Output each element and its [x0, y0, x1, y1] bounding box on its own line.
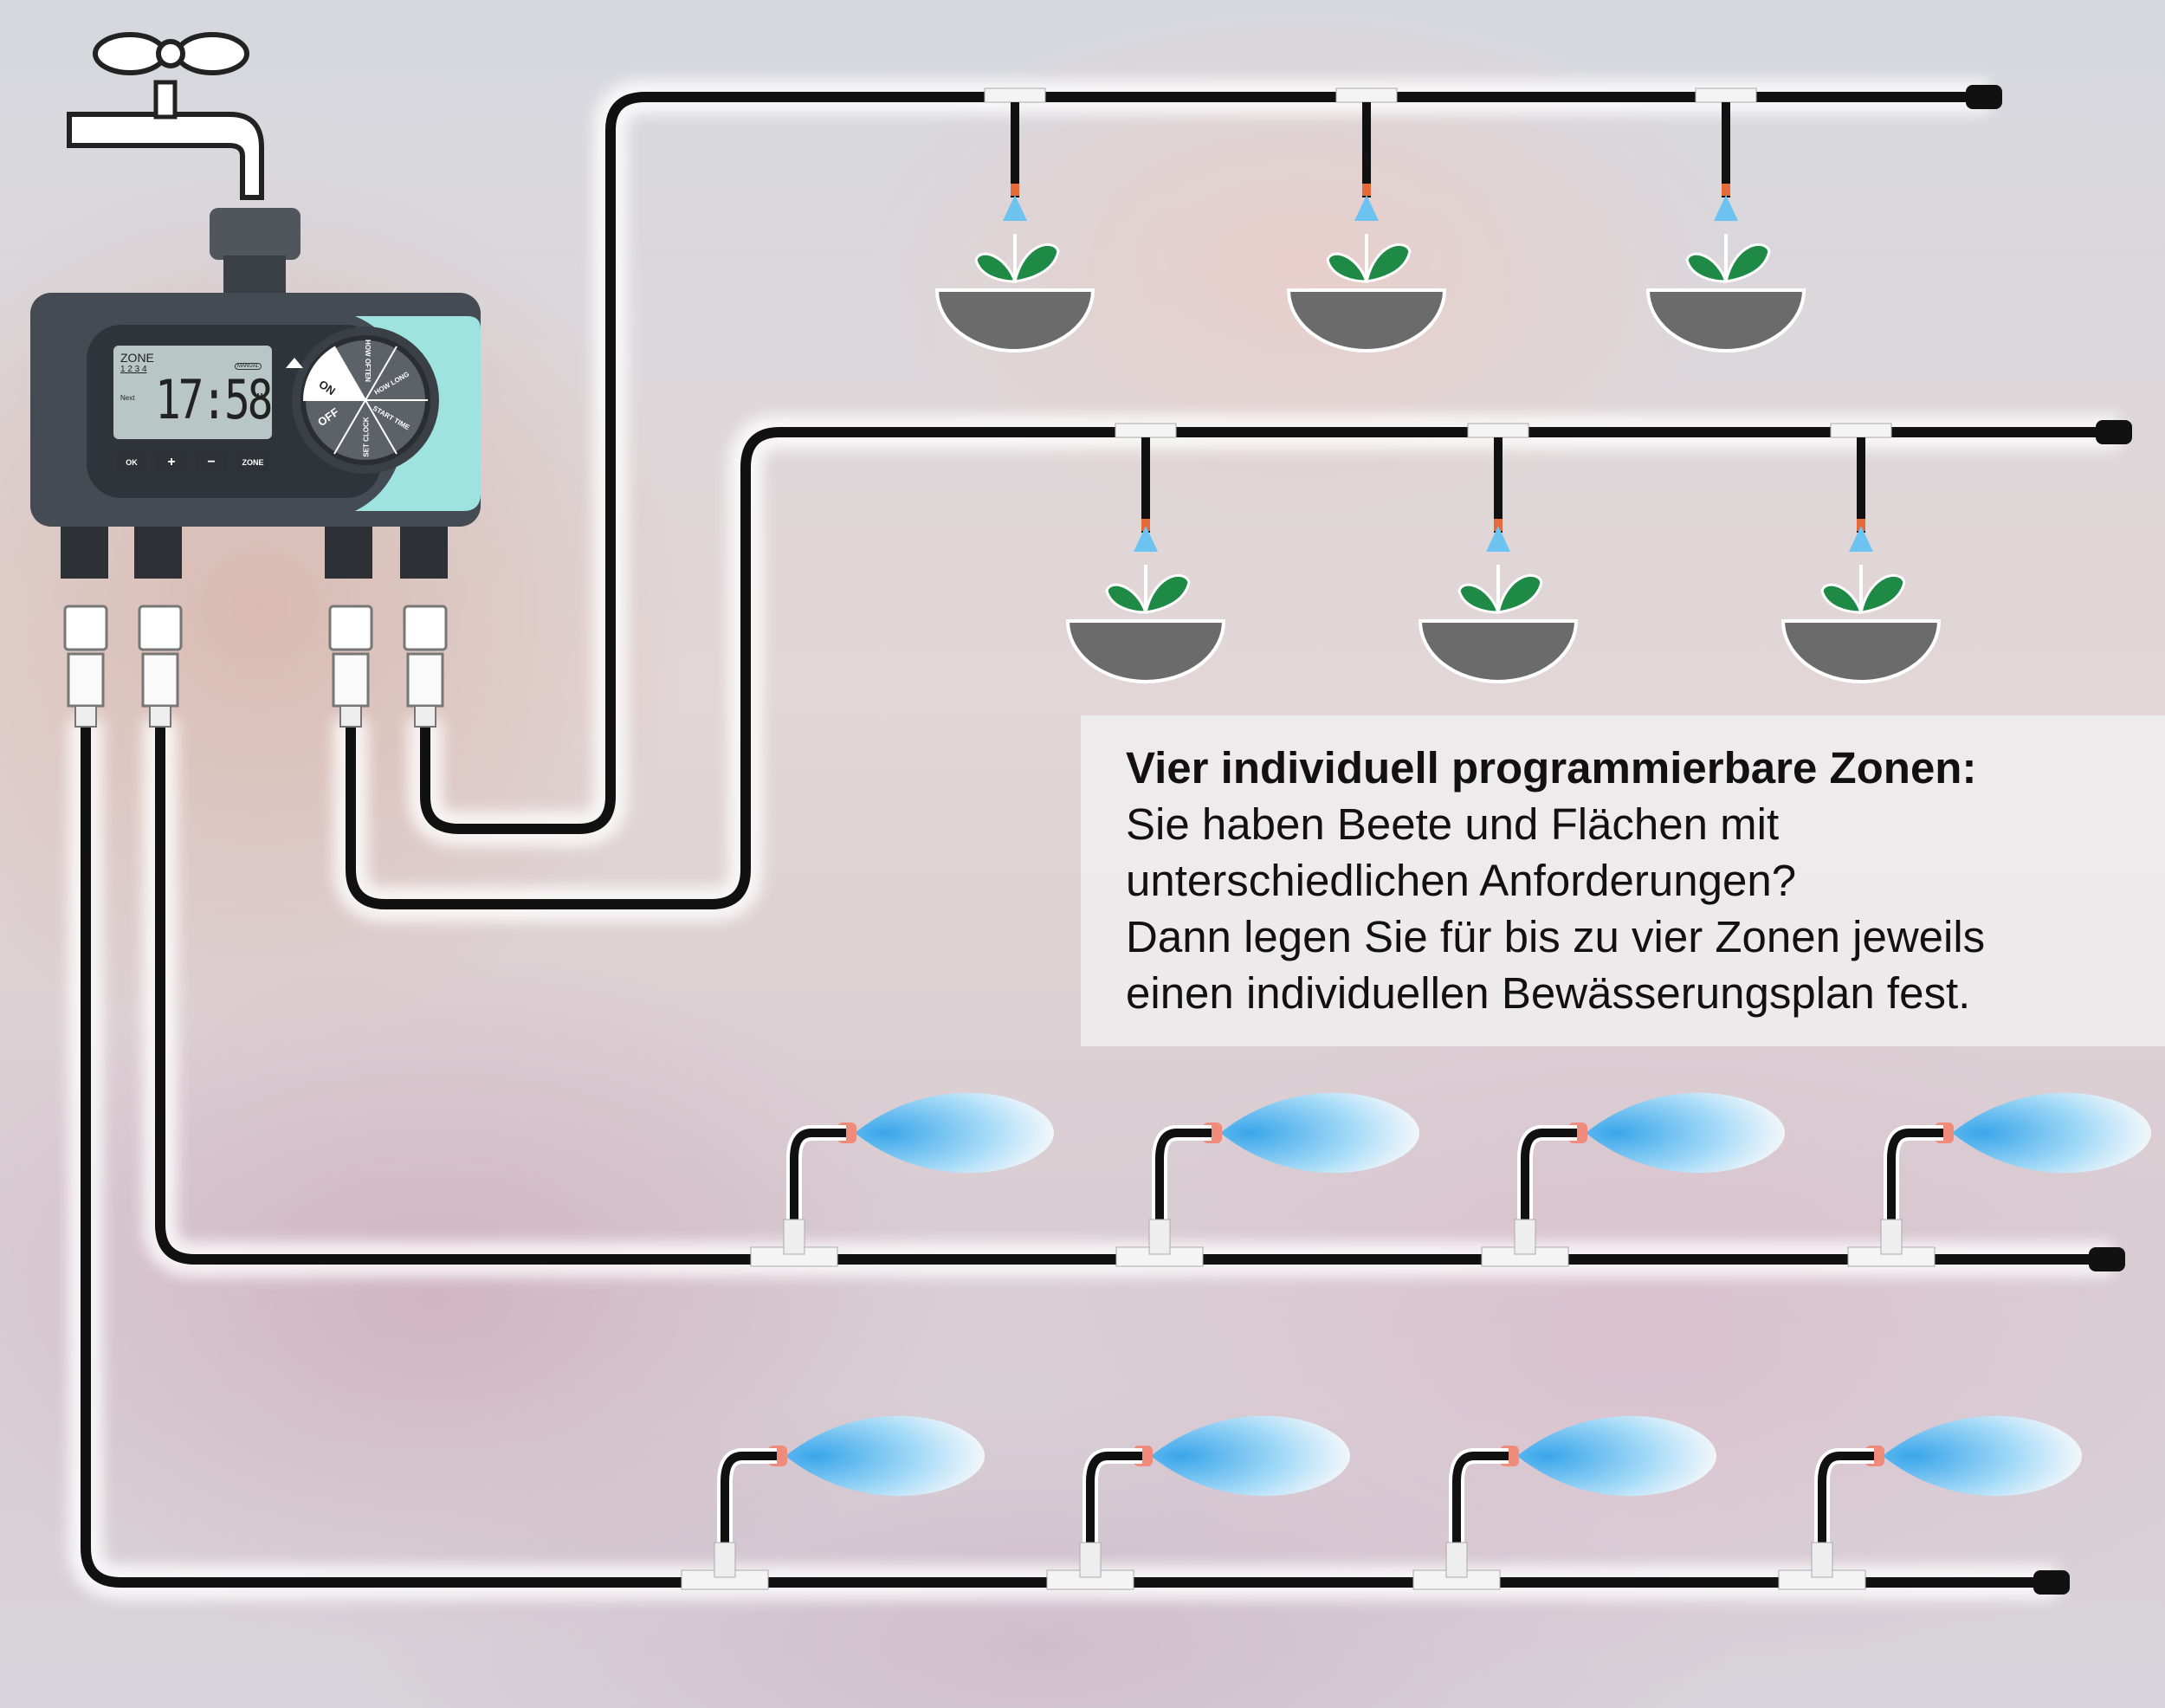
end-caps [1966, 85, 2132, 1595]
plus-delay-button[interactable]: + [156, 452, 187, 473]
dial-set-clock[interactable]: SET CLOCK [362, 417, 371, 457]
drip-emitters-zone-2 [1066, 423, 1941, 683]
info-heading: Vier individuell programmierbare Zonen: [1126, 743, 1977, 793]
sprinklers-zone-4 [682, 1416, 2082, 1589]
info-line: Dann legen Sie für bis zu vier Zonen jew… [1126, 912, 1986, 961]
drip-emitters-zone-1 [935, 87, 1806, 353]
clock-time: 17:58 [155, 368, 274, 431]
info-line: Sie haben Beete und Flächen mit [1126, 799, 1780, 849]
zone-label: ZONE [120, 351, 154, 365]
info-textbox: Vier individuell programmierbare Zonen: … [1081, 715, 2165, 1046]
hose-zone-3 [155, 719, 2112, 1265]
dial-how-often[interactable]: HOW OFTEN [363, 340, 372, 382]
minus-button[interactable]: − [196, 452, 227, 473]
faucet-icon [67, 32, 264, 200]
manual-indicator: MANUAL [235, 363, 262, 370]
hose-zone-4 [81, 719, 2057, 1588]
hose-zone-2 [346, 427, 2119, 909]
zone-numbers: 1 2 3 4 [120, 365, 147, 374]
ok-manual-button[interactable]: OK [116, 452, 147, 473]
hose-zone-1 [420, 92, 1988, 834]
zone-button[interactable]: ZONE [237, 452, 268, 473]
next-label: Next [120, 394, 135, 402]
info-line: unterschiedlichen Anforderungen? [1126, 856, 1797, 905]
ampm-label: AM [255, 392, 267, 400]
hose-lines [81, 92, 2119, 1588]
info-line: einen individuellen Bewässerungsplan fes… [1126, 968, 1971, 1018]
lcd-display: ZONE 1 2 3 4 Next 17:58 AM MANUAL [113, 346, 274, 439]
sprinklers-zone-3 [751, 1093, 2151, 1266]
hose-connectors [63, 605, 448, 728]
